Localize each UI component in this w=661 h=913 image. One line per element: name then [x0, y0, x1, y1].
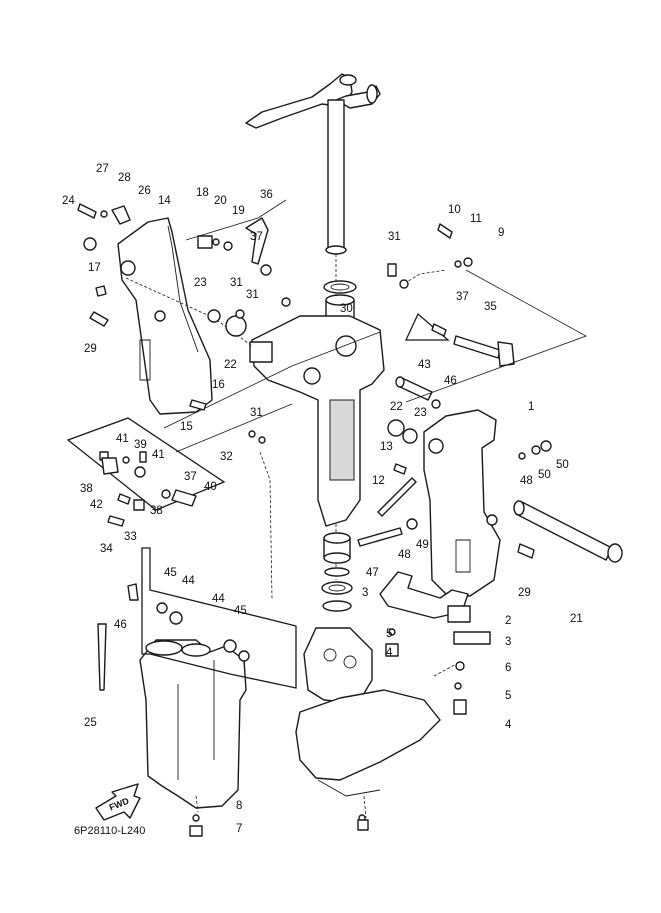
callout-c5a: 5	[386, 628, 392, 640]
callout-c22b: 22	[390, 401, 403, 413]
callout-c4a: 4	[386, 647, 393, 659]
callout-c30: 30	[340, 303, 353, 315]
callout-c23b: 23	[414, 407, 427, 419]
callout-c14: 14	[158, 195, 171, 207]
callout-c48b: 48	[398, 549, 411, 561]
tilt-unit	[139, 639, 247, 809]
callout-c46a: 46	[444, 375, 457, 387]
callout-c44b: 44	[212, 593, 225, 605]
callout-c47: 47	[366, 567, 379, 579]
lower-bushings	[321, 532, 353, 612]
hardware-parts	[77, 203, 552, 837]
callout-c6: 6	[505, 662, 511, 674]
callout-c15: 15	[180, 421, 193, 433]
callout-c37a: 37	[250, 231, 263, 243]
callout-c8: 8	[236, 800, 242, 812]
callout-c50b: 50	[556, 459, 569, 471]
callout-c39: 39	[134, 439, 147, 451]
callout-c35: 35	[484, 301, 497, 313]
callout-c12: 12	[372, 475, 385, 487]
callout-c41a: 41	[116, 433, 129, 445]
callout-c21: 21	[570, 613, 583, 625]
callout-c26: 26	[138, 185, 151, 197]
callout-c17: 17	[88, 262, 101, 274]
callout-c31b: 31	[230, 277, 243, 289]
callout-c44a: 44	[182, 575, 195, 587]
clamp-bracket-right	[423, 409, 501, 597]
callout-c16: 16	[212, 379, 225, 391]
callout-c40: 40	[204, 481, 217, 493]
callout-c38b: 38	[150, 505, 163, 517]
callout-c2: 2	[505, 615, 511, 627]
callout-c31a: 31	[388, 231, 401, 243]
callout-c34: 34	[100, 543, 113, 555]
clamp-bracket-left	[117, 217, 213, 415]
callout-c11: 11	[470, 213, 482, 225]
pin-43	[395, 376, 433, 401]
callout-c32: 32	[220, 451, 233, 463]
callout-labels: 1233445567891011121314151617181920212222…	[62, 163, 583, 835]
callout-c20: 20	[214, 195, 227, 207]
callout-c10: 10	[448, 204, 461, 216]
callout-c36: 36	[260, 189, 273, 201]
fwd-arrow-icon: FWD	[95, 783, 141, 821]
callout-c45a: 45	[164, 567, 177, 579]
callout-c7: 7	[236, 823, 242, 835]
group-box-hoses	[141, 547, 297, 689]
tilt-tube	[513, 500, 623, 563]
callout-c38a: 38	[80, 483, 93, 495]
callout-c1: 1	[528, 401, 534, 413]
callout-c9: 9	[498, 227, 504, 239]
callout-c45b: 45	[234, 605, 247, 617]
callout-c48a: 48	[520, 475, 533, 487]
callout-c29b: 29	[518, 587, 531, 599]
lower-case	[295, 627, 441, 797]
callout-c43: 43	[418, 359, 431, 371]
callout-c41b: 41	[152, 449, 165, 461]
lower-mount	[379, 571, 491, 645]
callout-c46b: 46	[114, 619, 127, 631]
callout-c3b: 3	[505, 636, 511, 648]
callout-c25: 25	[84, 717, 97, 729]
callout-c22a: 22	[224, 359, 237, 371]
callout-c19: 19	[232, 205, 245, 217]
callout-c4b: 4	[505, 719, 512, 731]
callout-c37b: 37	[456, 291, 469, 303]
callout-c42: 42	[90, 499, 103, 511]
callout-c13: 13	[380, 441, 393, 453]
group-box-left-parts	[66, 417, 226, 511]
callout-c18: 18	[196, 187, 209, 199]
callout-c31d: 31	[250, 407, 263, 419]
callout-c37c: 37	[184, 471, 197, 483]
callout-c5b: 5	[505, 690, 511, 702]
tilt-pin	[453, 335, 515, 367]
callout-c27: 27	[96, 163, 109, 175]
swivel-bracket	[249, 315, 385, 527]
drawing-code: 6P28110-L240	[74, 825, 145, 837]
callout-c31c: 31	[246, 289, 259, 301]
callout-c50a: 50	[538, 469, 551, 481]
callout-c3a: 3	[362, 587, 368, 599]
callout-c28: 28	[118, 172, 131, 184]
group-box-pin	[404, 312, 450, 341]
callout-c49: 49	[416, 539, 429, 551]
callout-c24: 24	[62, 195, 75, 207]
callout-c33: 33	[124, 531, 137, 543]
callout-c23a: 23	[194, 277, 207, 289]
callout-c29a: 29	[84, 343, 97, 355]
